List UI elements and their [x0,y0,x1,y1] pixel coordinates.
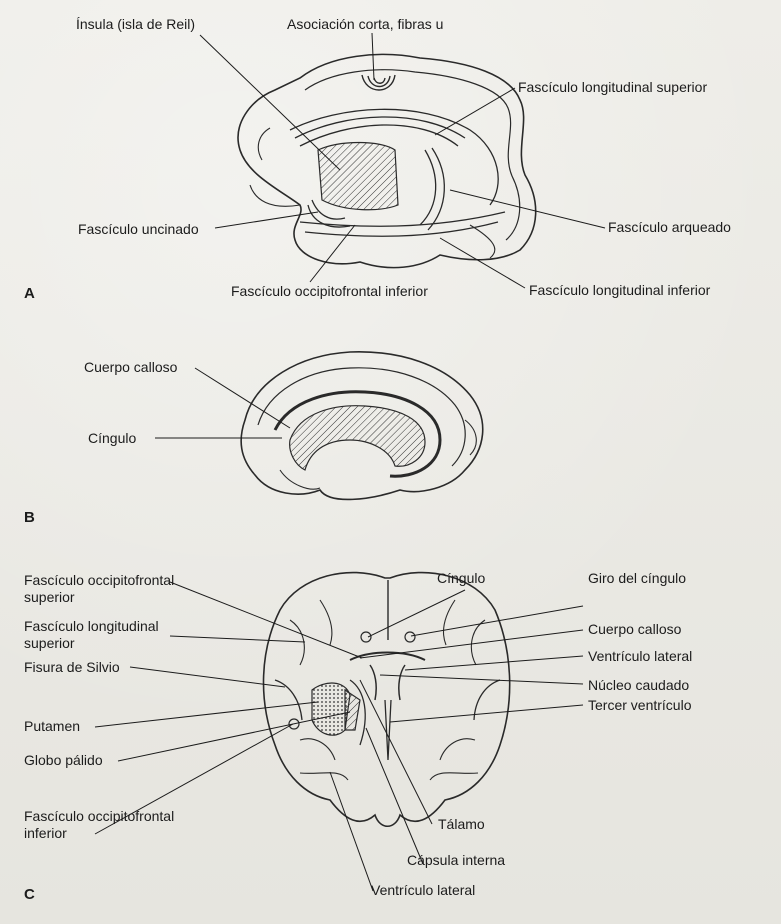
arcuate-fibers [419,147,445,231]
label-longitudinal-superior-a: Fascículo longitudinal superior [518,79,708,95]
panel-letter-b: B [24,509,35,526]
brain-a-outline [237,53,537,269]
label-occipitofrontal-inferior-c: Fascículo occipitofrontal inferior [24,808,175,841]
label-longitudinal-superior-c: Fascículo longitudinal superior [24,618,159,651]
label-fisura-silvio: Fisura de Silvio [24,659,120,675]
label-uncinado: Fascículo uncinado [78,221,199,237]
label-globo-palido: Globo pálido [24,752,103,768]
right-hemisphere-sulci [439,599,486,761]
panel-letter-a: A [24,285,35,302]
label-tercer-ventriculo: Tercer ventrículo [588,697,692,713]
cingulum-circle-right [404,631,416,643]
coronal-outline [262,571,511,828]
lateral-ventricles [369,664,406,701]
leader-lines-a [199,32,606,289]
label-ventriculo-lateral-r: Ventrículo lateral [588,648,693,664]
label-giro-cingulo: Giro del cíngulo [588,570,687,586]
label-occipitofrontal-inferior-a: Fascículo occipitofrontal inferior [231,283,428,299]
third-ventricle [384,699,392,761]
cingulum-band [273,390,442,478]
internal-capsule [349,679,366,746]
brain-lateral-view [237,53,537,269]
label-putamen: Putamen [24,718,81,734]
label-nucleo-caudado: Núcleo caudado [588,677,690,693]
superior-longitudinal-fibers [289,108,499,206]
panel-letter-c: C [24,886,35,903]
label-ventriculo-lateral-b: Ventrículo lateral [371,882,476,898]
occipitofrontal-inferior-circle [288,718,300,730]
label-arqueado: Fascículo arqueado [608,219,731,235]
label-capsula-interna: Cápsula interna [407,852,506,868]
insula-region [317,141,399,211]
corpus-callosum [289,405,426,471]
inferior-fibers [299,211,506,237]
globus-pallidus-shape [344,688,361,731]
label-cingulo-c: Cíngulo [437,570,486,586]
leader-lines-c [94,581,584,892]
putamen-shape [311,682,351,736]
label-cuerpo-calloso-b: Cuerpo calloso [84,359,178,375]
label-asociacion-corta: Asociación corta, fibras u [287,16,444,32]
label-insula: Ínsula (isla de Reil) [76,16,196,32]
leader-lines-b [155,367,291,439]
left-hemisphere-sulci [289,599,336,761]
sylvian-fissure-right [473,679,501,721]
coronal-section [262,571,511,828]
cingulum-circle-left [360,631,372,643]
brain-medial-view [240,351,484,501]
corpus-callosum-c [349,651,426,661]
sylvian-fissure-left [274,679,303,721]
label-cingulo-b: Cíngulo [88,430,137,446]
label-occipitofrontal-superior: Fascículo occipitofrontal superior [24,572,175,605]
u-fibers [361,74,396,91]
brain-b-outline [240,351,484,501]
label-talamo: Tálamo [438,816,485,832]
label-cuerpo-calloso-c: Cuerpo calloso [588,621,682,637]
label-longitudinal-inferior: Fascículo longitudinal inferior [529,282,711,298]
